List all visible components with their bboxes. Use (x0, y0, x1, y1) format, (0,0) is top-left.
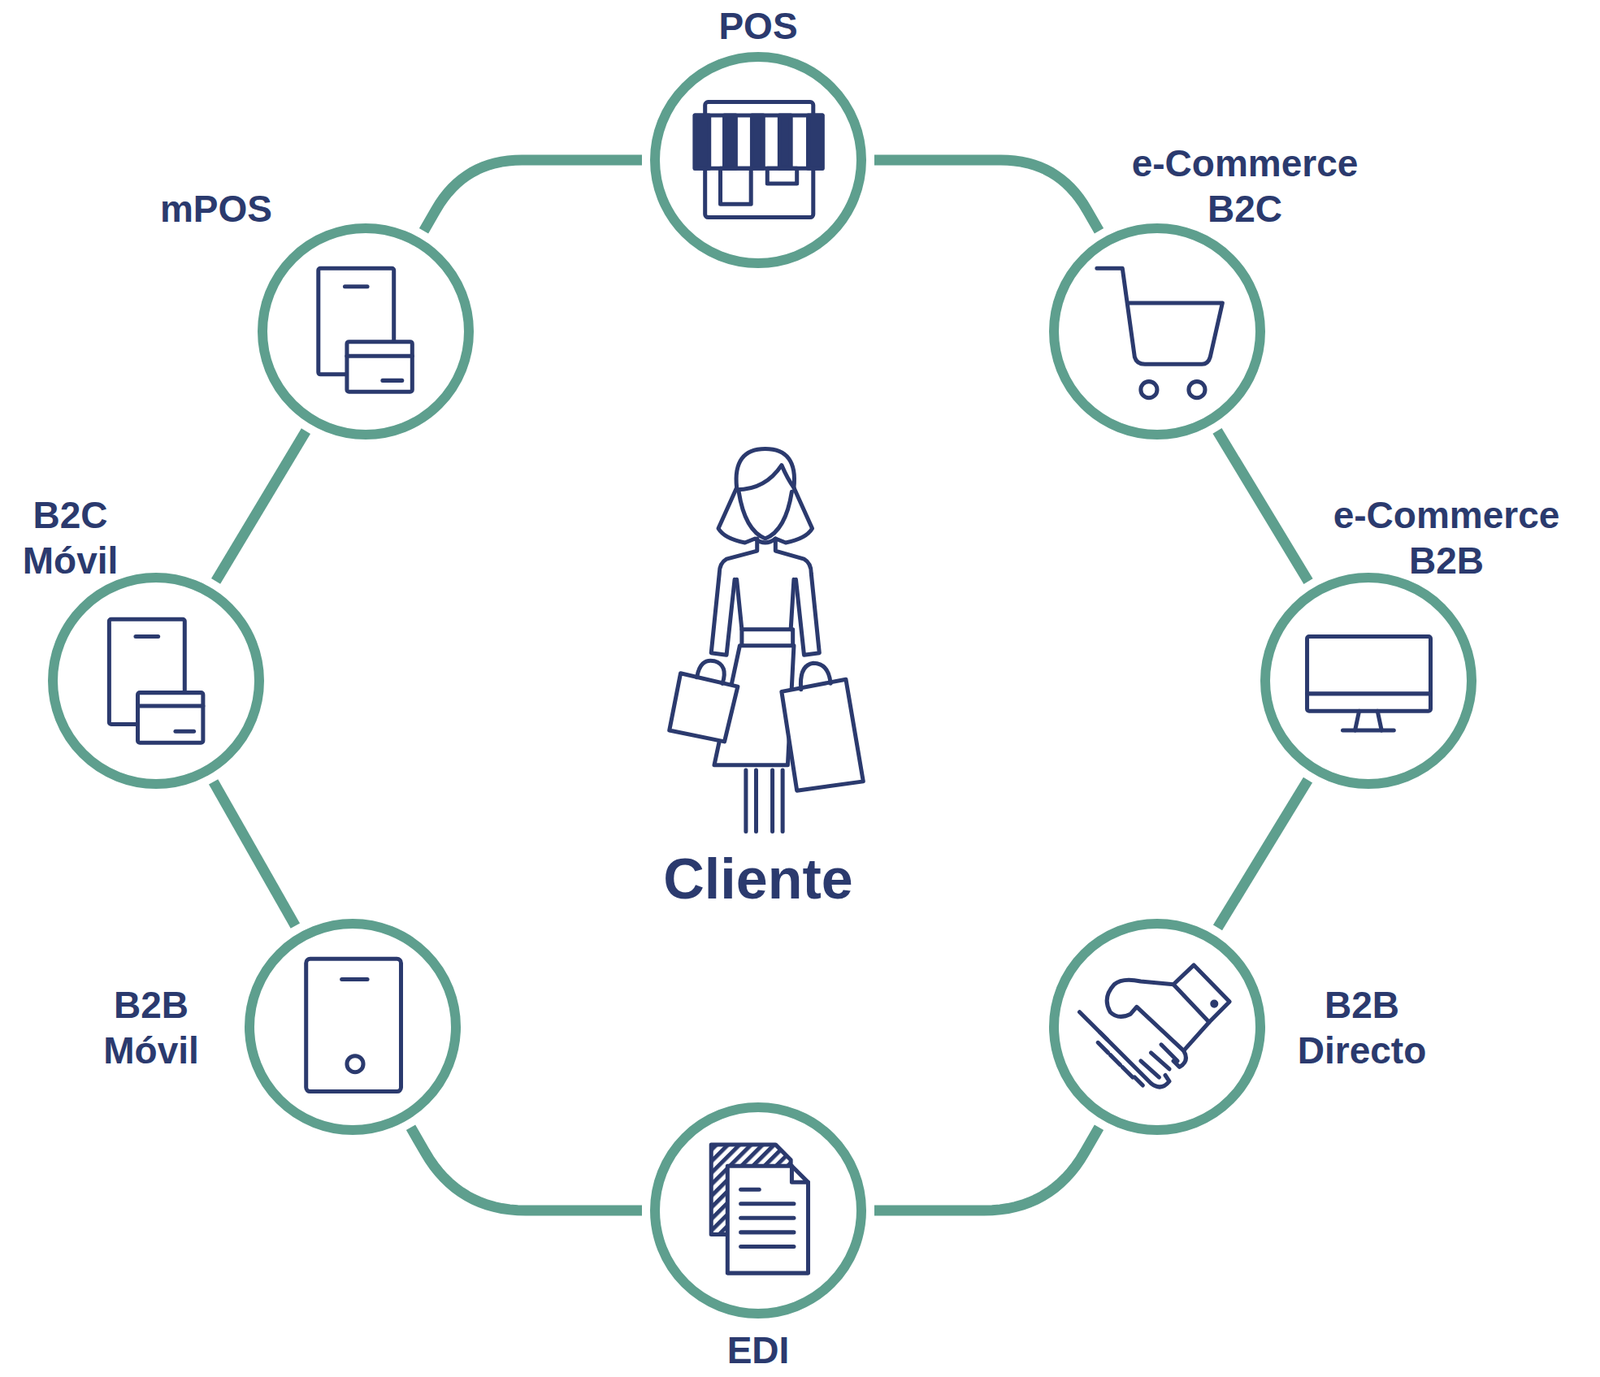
circle-outline (242, 917, 463, 1137)
channel-circle: B2B Móvil (242, 917, 463, 1137)
ring-connector (424, 160, 643, 231)
cart-icon (1097, 268, 1223, 398)
channel-label: B2B Directo (1268, 982, 1456, 1074)
channel-label: B2C Móvil (3, 492, 138, 584)
handshake-icon (1079, 965, 1231, 1088)
monitor-icon (1307, 637, 1431, 732)
channel-circle: POS (648, 50, 868, 270)
center-label: Cliente (663, 846, 853, 912)
channel-label: POS (676, 3, 840, 49)
ring-connector (1217, 780, 1308, 928)
ring-connector (213, 781, 296, 926)
channel-circle: EDI (648, 1101, 868, 1321)
circle-outline (255, 221, 476, 442)
circle-outline (648, 50, 868, 270)
ring-connector (1217, 430, 1309, 582)
shopper-illustration (669, 449, 864, 833)
circle-outline (1053, 923, 1261, 1131)
channel-circle: B2C Móvil (46, 571, 266, 791)
ring-connector (411, 1127, 643, 1211)
circle-outline (654, 56, 862, 264)
channel-label: e-Commerce B2B (1324, 492, 1569, 584)
documents-icon (711, 1144, 808, 1274)
channel-circle: e-Commerce B2C (1047, 221, 1267, 442)
channel-circle: e-Commerce B2B (1258, 571, 1479, 791)
circle-outline (1047, 917, 1267, 1137)
channel-circle: mPOS (255, 221, 476, 442)
channel-label: B2B Móvil (78, 982, 225, 1074)
phone-icon (306, 958, 402, 1092)
store-icon (694, 102, 823, 218)
ring-connector (874, 1127, 1100, 1211)
phone-card-icon (318, 268, 413, 392)
circle-outline (1258, 571, 1479, 791)
circle-outline (262, 228, 469, 435)
circle-outline (249, 923, 456, 1131)
circle-outline (648, 1101, 868, 1321)
ring-connector (874, 160, 1100, 231)
circle-outline (1265, 577, 1472, 785)
channel-circle: B2B Directo (1047, 917, 1267, 1137)
phone-card-icon (108, 619, 204, 743)
circle-outline (52, 577, 260, 785)
circle-outline (654, 1107, 862, 1314)
circle-outline (1053, 228, 1261, 435)
circle-outline (1047, 221, 1267, 442)
circle-outline (46, 571, 266, 791)
channel-label: EDI (676, 1327, 840, 1374)
ring-connector (216, 431, 307, 582)
channel-label: mPOS (134, 186, 298, 232)
channel-label: e-Commerce B2C (1123, 140, 1367, 232)
